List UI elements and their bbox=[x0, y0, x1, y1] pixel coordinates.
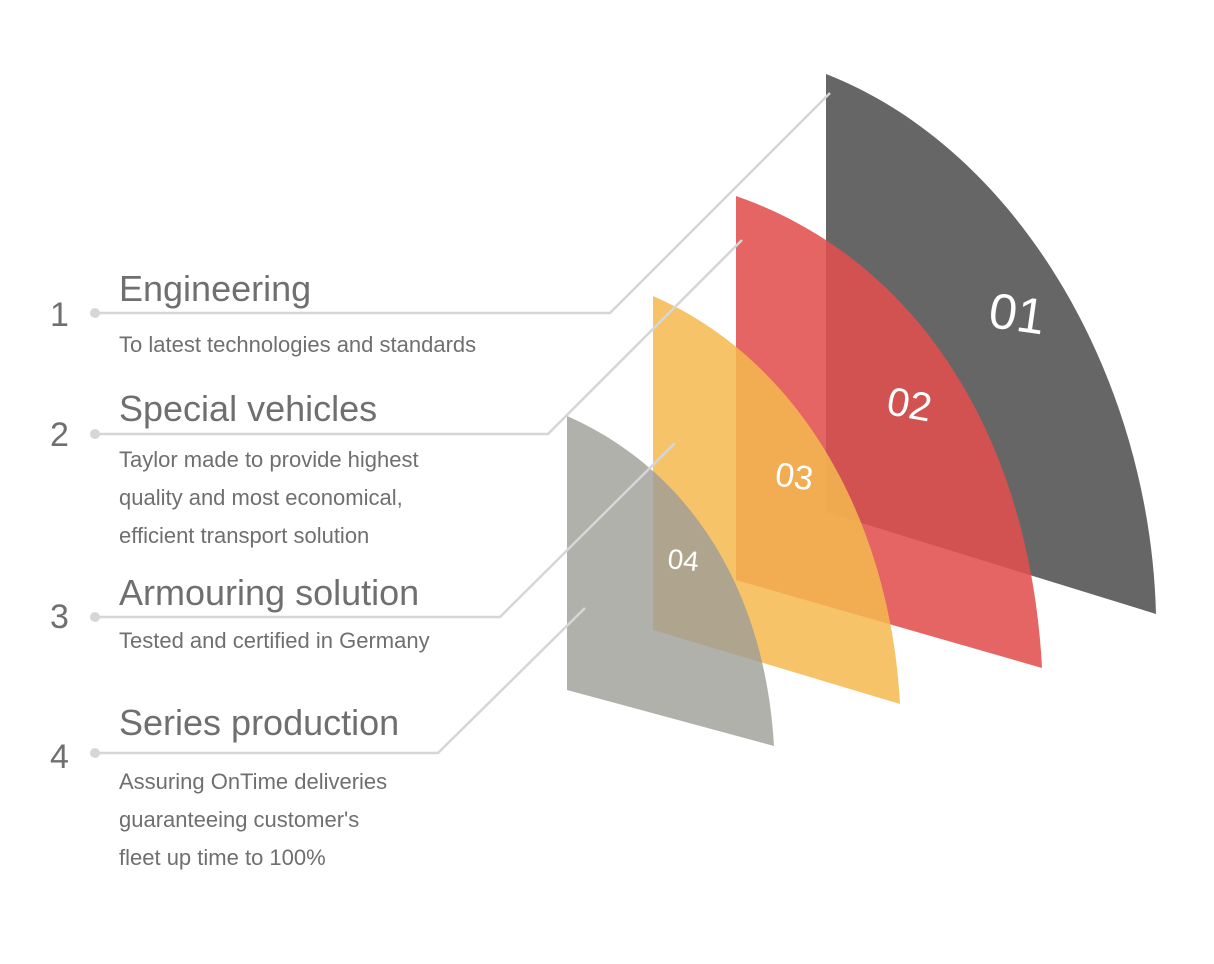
item-number-1: 1 bbox=[50, 296, 69, 334]
item-description-series-production: Assuring OnTime deliveries guaranteeing … bbox=[119, 769, 388, 870]
item-title-series-production: Series production bbox=[119, 702, 400, 743]
leader-line-2 bbox=[95, 239, 743, 436]
sheet-label-02: 02 bbox=[884, 379, 935, 430]
leader-line-1 bbox=[95, 92, 831, 315]
item-number-3: 3 bbox=[50, 598, 69, 636]
sheet-label-04: 04 bbox=[666, 543, 700, 577]
item-number-2: 2 bbox=[50, 416, 69, 454]
leader-dot-1 bbox=[90, 308, 100, 318]
sheet-label-03: 03 bbox=[773, 455, 816, 498]
item-title-special-vehicles: Special vehicles bbox=[119, 388, 378, 429]
item-title-engineering: Engineering bbox=[119, 268, 312, 309]
sheet-label-01: 01 bbox=[986, 282, 1049, 345]
item-number-4: 4 bbox=[50, 738, 69, 776]
leader-line-3 bbox=[95, 442, 676, 619]
item-description-armouring-solution: Tested and certified in Germany bbox=[119, 628, 430, 653]
leader-dot-2 bbox=[90, 429, 100, 439]
item-description-engineering: To latest technologies and standards bbox=[119, 332, 477, 357]
item-description-special-vehicles: Taylor made to provide highest quality a… bbox=[119, 447, 419, 548]
leader-dot-4 bbox=[90, 748, 100, 758]
item-title-armouring-solution: Armouring solution bbox=[119, 572, 420, 613]
leader-line-4 bbox=[95, 607, 586, 755]
leader-dot-3 bbox=[90, 612, 100, 622]
